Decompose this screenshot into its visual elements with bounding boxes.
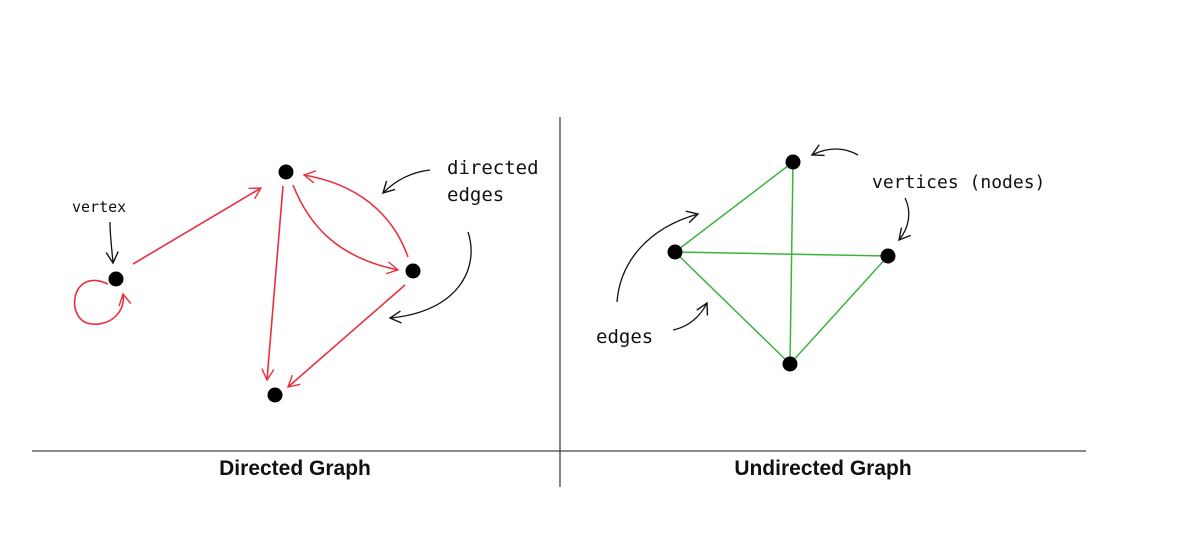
- directed-edge-top-to-bottom: [261, 185, 284, 382]
- directed-edge-a-to-top: [132, 187, 263, 265]
- directed-vertex-bottom: [267, 387, 283, 403]
- vertex-annotation-arrow: [105, 221, 119, 265]
- vertices-label: vertices (nodes): [872, 172, 1045, 193]
- directed-edges-label-line1: directed: [447, 157, 539, 179]
- undirected-graph-caption: Undirected Graph: [734, 457, 911, 480]
- undirected-edge-top-bottom: [789, 161, 794, 365]
- directed-edges-label-line2: edges: [447, 184, 504, 206]
- undirected-vertex-bottom: [782, 356, 798, 372]
- directed-edges-annotation-arrow-top: [381, 169, 431, 195]
- undirected-edge-right-bottom: [789, 255, 889, 365]
- directed-edge-right-to-top: [302, 170, 409, 258]
- vertex-label: vertex: [72, 198, 126, 216]
- edges-label: edges: [596, 326, 653, 348]
- undirected-vertex-top: [785, 154, 801, 170]
- edges-annotation-arrow-short: [672, 301, 709, 331]
- directed-graph: vertex directed edges Directed Graph: [72, 157, 539, 480]
- undirected-edge-left-top: [674, 161, 794, 253]
- directed-graph-caption: Directed Graph: [219, 457, 371, 480]
- directed-edges-annotation-arrow-bottom: [388, 231, 472, 324]
- vertices-annotation-arrow-right: [898, 197, 911, 242]
- undirected-edge-left-right: [674, 251, 889, 257]
- undirected-vertex-right: [880, 248, 896, 264]
- undirected-graph: vertices (nodes) edges Undirected Graph: [596, 144, 1045, 480]
- directed-vertex-right: [405, 263, 421, 279]
- undirected-edge-left-bottom: [674, 251, 791, 365]
- undirected-vertex-left: [667, 244, 683, 260]
- directed-edge-right-to-bottom: [286, 284, 406, 388]
- directed-vertex-a: [108, 271, 124, 287]
- directed-vertex-top: [278, 164, 294, 180]
- edges-annotation-arrow-long: [616, 210, 700, 303]
- self-loop-edge: [73, 279, 132, 325]
- directed-edge-top-to-right: [292, 184, 400, 275]
- vertices-annotation-arrow-top: [810, 144, 859, 157]
